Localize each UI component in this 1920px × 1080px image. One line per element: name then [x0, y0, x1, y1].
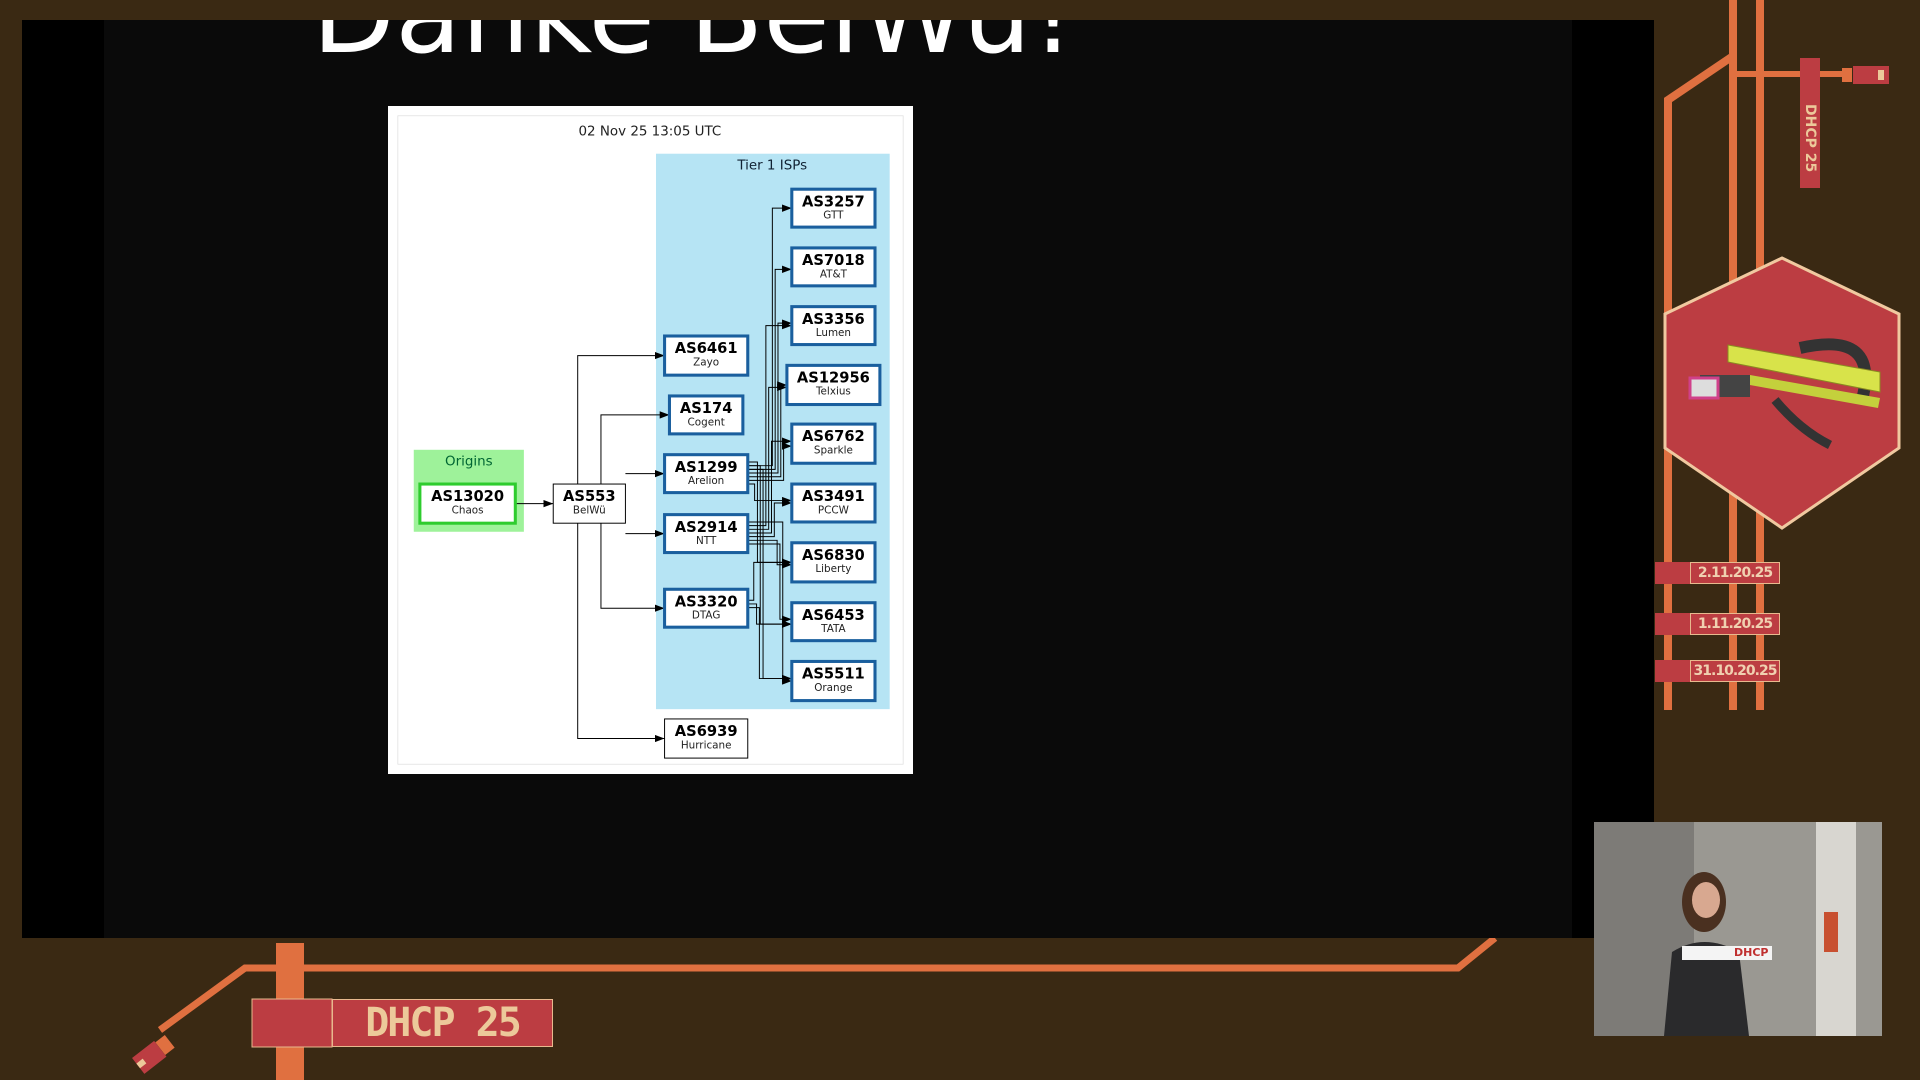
as-number: AS174 [680, 400, 733, 417]
side-event-tag: DHCP 25 [1800, 88, 1820, 188]
edge-AS553-AS6461 [577, 351, 665, 485]
as-name: Chaos [452, 504, 484, 516]
as-name: Telxius [815, 386, 851, 398]
as-number: AS3320 [675, 593, 738, 610]
edge-AS2914-AS12956 [747, 383, 787, 530]
as-number: AS6762 [802, 428, 865, 445]
slide-title: Danke BelWü! [312, 20, 1075, 70]
as-number: AS6939 [675, 723, 738, 740]
as-number: AS12956 [797, 369, 870, 386]
edge-AS3320-AS6830 [747, 558, 792, 601]
dhcp-logo-hexagon [1663, 256, 1901, 530]
edge-AS1299-AS3491 [747, 483, 792, 505]
edge-AS2914-AS3356 [747, 321, 792, 527]
as-name: NTT [696, 535, 717, 547]
cable-plug-icon [1842, 66, 1889, 84]
speaker-video-frame [1594, 822, 1882, 1036]
date-tag-day2: 1.11.20.25 [1690, 613, 1780, 635]
as-name: GTT [823, 210, 844, 222]
as-name: DTAG [692, 610, 720, 622]
edge-AS2914-AS6453 [747, 543, 792, 623]
as-name: Zayo [693, 356, 719, 368]
as-number: AS6453 [802, 607, 865, 624]
as-number: AS6830 [802, 547, 865, 564]
as-number: AS2914 [675, 519, 738, 536]
edge-AS3320-AS6453 [747, 603, 792, 628]
as-name: Liberty [815, 563, 851, 575]
as-name: Hurricane [681, 739, 732, 751]
as-number: AS553 [563, 488, 616, 505]
date-tag-day3: 2.11.20.25 [1690, 562, 1780, 584]
as-number: AS1299 [675, 459, 738, 476]
podium-sign: DHCP [1734, 946, 1769, 959]
as-number: AS13020 [431, 488, 504, 505]
as-path-diagram: 02 Nov 25 13:05 UTC Tier 1 ISPs Origins … [388, 106, 913, 774]
as-name: Lumen [816, 327, 851, 339]
as-graph: 02 Nov 25 13:05 UTC Tier 1 ISPs Origins … [397, 115, 904, 765]
as-name: PCCW [818, 504, 849, 516]
edge-AS2914-AS6762 [747, 437, 792, 534]
as-name: Cogent [688, 416, 725, 428]
origins-cluster-label: Origins [445, 455, 493, 470]
edge-AS553-AS6939 [577, 523, 665, 743]
cable-plug-icon [132, 1035, 175, 1074]
as-number: AS5511 [802, 666, 865, 683]
as-name: TATA [820, 623, 846, 635]
as-name: Arelion [688, 475, 724, 487]
as-name: BelWü [573, 504, 606, 516]
edge-AS553-AS174 [600, 411, 670, 485]
edge-AS2914-AS3491 [747, 499, 792, 538]
as-name: AT&T [820, 268, 848, 280]
as-name: Orange [814, 682, 852, 694]
as-number: AS3356 [802, 311, 865, 328]
edge-AS3320-AS5511 [747, 607, 792, 683]
as-number: AS7018 [802, 252, 865, 269]
edge-AS553-AS3320 [600, 523, 665, 612]
diagram-timestamp: 02 Nov 25 13:05 UTC [578, 124, 721, 139]
as-number: AS6461 [675, 340, 738, 357]
presentation-slide: Danke BelWü! 02 Nov 25 13:05 UTC Tier 1 … [22, 20, 1654, 938]
as-number: AS3491 [802, 488, 865, 505]
date-tag-day1: 31.10.20.25 [1690, 660, 1780, 682]
as-name: Sparkle [814, 444, 853, 456]
speaker-webcam: DHCP [1594, 822, 1882, 1036]
event-name-label: DHCP 25 [332, 999, 553, 1047]
tier1-cluster-label: Tier 1 ISPs [736, 159, 807, 174]
as-number: AS3257 [802, 193, 865, 210]
